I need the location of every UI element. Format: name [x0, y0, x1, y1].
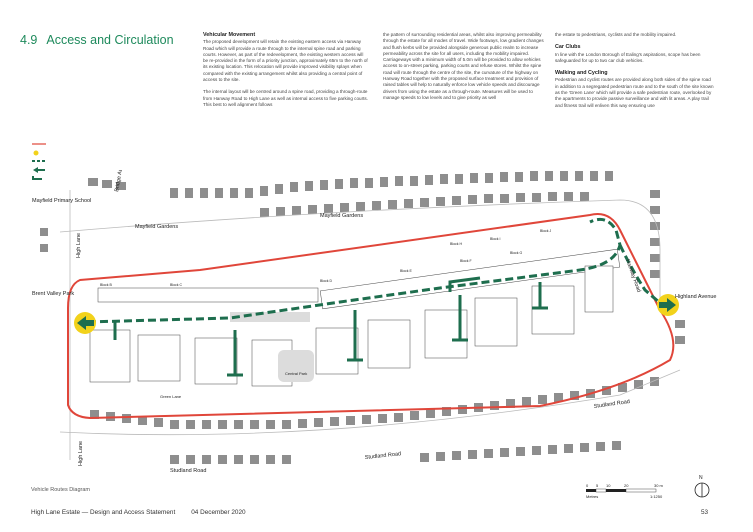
site-boundary [67, 213, 675, 420]
label-block: Block G [510, 251, 523, 255]
page-number: 53 [701, 509, 709, 516]
paragraph: The internal layout will be centred arou… [203, 89, 368, 107]
label-block: Block H [450, 242, 463, 246]
label-studland-road-left: Studland Road [170, 468, 206, 474]
label-high-lane-top: High Lane [76, 233, 82, 258]
document-date: 04 December 2020 [191, 509, 246, 516]
label-block: Block I [490, 237, 501, 241]
scale-tick: 10 [606, 483, 611, 488]
arrow-left-icon [77, 316, 94, 330]
label-highland-avenue: Highland Avenue [675, 294, 717, 300]
document-title: High Lane Estate — Design and Access Sta… [31, 509, 176, 516]
text-column-3: the estate to pedestrians, cyclists and … [555, 32, 715, 115]
paragraph: the estate to pedestrians, cyclists and … [555, 32, 677, 37]
paragraph: In line with the London Borough of Ealin… [555, 51, 701, 63]
label-studland-road-mid: Studland Road [365, 451, 402, 461]
paragraph: Pedestrian and cyclist routes are provid… [555, 77, 714, 108]
north-label: N [699, 475, 703, 481]
legend-boundary [32, 140, 54, 149]
spine-road-route [87, 217, 622, 324]
scale-tick: 20 [624, 483, 629, 488]
legend-junction [32, 174, 54, 183]
label-block: Block E [400, 269, 413, 273]
scale-unit: Metres [586, 494, 598, 499]
page-footer: High Lane Estate — Design and Access Sta… [31, 509, 246, 516]
label-block: Block D [320, 279, 333, 283]
label-mayfield-school: Mayfield Primary School [32, 198, 91, 204]
walking-cycling-heading: Walking and Cycling [555, 70, 608, 77]
hanway-route [618, 244, 661, 305]
scale-bar: 0 5 10 20 30 m Metres 1:1250 [586, 483, 664, 499]
label-block: Block C [170, 283, 183, 287]
label-block: Block B [100, 283, 113, 287]
map-legend [32, 140, 54, 183]
label-mayfield-gardens-left: Mayfield Gardens [135, 224, 178, 230]
legend-access-point [32, 149, 54, 158]
text-column-2: the pattern of surrounding residential a… [383, 32, 548, 107]
label-hanway-road: Hanway Road [624, 259, 641, 294]
car-clubs-heading: Car Clubs [555, 44, 581, 51]
legend-arrow-icon [32, 166, 54, 175]
label-mayfield-gardens-right: Mayfield Gardens [320, 213, 363, 219]
label-high-lane-bottom: High Lane [78, 441, 84, 466]
north-arrow-icon: N [694, 475, 710, 498]
scale-tick: 5 [596, 483, 599, 488]
scale-tick: 30 m [654, 483, 664, 488]
section-heading: Access and Circulation [46, 33, 174, 47]
eastern-access-marker [657, 294, 679, 316]
legend-vehicle-route [32, 157, 54, 166]
label-green-lane: Green Lane [160, 394, 182, 399]
paragraph: the pattern of surrounding residential a… [383, 32, 544, 100]
label-central-park: Central Park [285, 371, 307, 376]
surrounding-houses [40, 171, 685, 464]
label-brent-valley-park: Brent Valley Park [32, 291, 74, 297]
vehicular-movement-heading: Vehicular Movement [203, 32, 256, 38]
paragraph: The proposed development will retain the… [203, 39, 368, 83]
western-access-marker [74, 312, 96, 334]
site-plan-map: Mayfield Primary School Mayfield Gardens… [32, 170, 717, 474]
label-block: Block F [460, 259, 472, 263]
parking-court-spurs [113, 276, 548, 377]
internal-courts [230, 312, 314, 382]
text-column-1: Vehicular Movement The proposed developm… [203, 32, 368, 114]
label-block: Block J [540, 229, 552, 233]
figure-caption: Vehicle Routes Diagram [31, 487, 91, 493]
section-title: 4.9 Access and Circulation [20, 33, 174, 47]
arrow-right-icon [659, 298, 676, 312]
label-studland-road-right: Studland Road [593, 399, 630, 410]
scale-tick: 0 [586, 483, 589, 488]
section-number: 4.9 [20, 33, 38, 47]
scale-ratio: 1:1250 [650, 494, 663, 499]
